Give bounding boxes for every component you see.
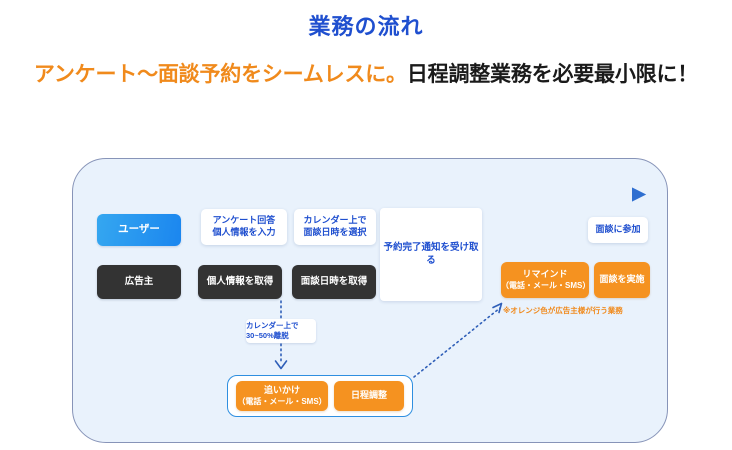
step-followup-line1: 追いかけ xyxy=(263,384,300,395)
step-survey-input[interactable]: アンケート回答 個人情報を入力 xyxy=(201,209,287,245)
orange-legend-note: ※オレンジ色が広告主様が行う業務 xyxy=(503,306,623,315)
step-remind-line1: リマインド xyxy=(522,268,568,279)
step-survey-line2: 個人情報を入力 xyxy=(212,227,276,237)
lane-label-advertiser[interactable]: 広告主 xyxy=(97,265,181,299)
step-followup-line2: （電話・メール・SMS） xyxy=(237,396,327,406)
step-calendar-line2: 面談日時を選択 xyxy=(303,227,367,237)
step-followup[interactable]: 追いかけ （電話・メール・SMS） xyxy=(236,381,328,411)
churn-label-line2: 30~50%離脱 xyxy=(246,331,289,340)
step-get-personal-info[interactable]: 個人情報を取得 xyxy=(198,265,282,299)
step-reservation-notice[interactable]: 予約完了通知を受け取る xyxy=(380,208,482,301)
subtitle-orange-part: アンケート〜面談予約をシームレスに。 xyxy=(33,63,407,86)
step-calendar-line1: カレンダー上で xyxy=(303,215,367,226)
subtitle-black-part: 日程調整業務を必要最小限に！ xyxy=(406,63,699,86)
step-conduct-meeting[interactable]: 面談を実施 xyxy=(594,262,650,298)
churn-rate-label: カレンダー上で 30~50%離脱 xyxy=(246,319,316,343)
step-calendar-select[interactable]: カレンダー上で 面談日時を選択 xyxy=(294,209,376,245)
step-survey-line1: アンケート回答 xyxy=(212,215,276,226)
step-join-meeting[interactable]: 面談に参加 xyxy=(588,217,648,243)
step-remind-line2: （電話・メール・SMS） xyxy=(501,280,591,290)
page-subtitle: アンケート〜面談予約をシームレスに。日程調整業務を必要最小限に！ xyxy=(0,58,732,88)
step-remind[interactable]: リマインド （電話・メール・SMS） xyxy=(501,262,591,298)
step-get-datetime[interactable]: 面談日時を取得 xyxy=(292,265,376,299)
step-schedule-adjust[interactable]: 日程調整 xyxy=(334,381,404,411)
churn-label-line1: カレンダー上で xyxy=(246,320,299,330)
lane-label-user[interactable]: ユーザー xyxy=(97,214,181,246)
page-title: 業務の流れ xyxy=(308,14,424,39)
